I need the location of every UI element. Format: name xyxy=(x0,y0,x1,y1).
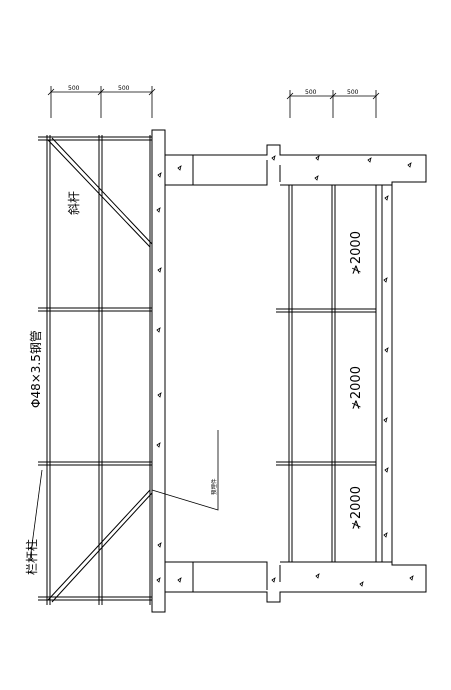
right-plan: 500 500 xyxy=(164,89,427,603)
right-dim-text-1: 500 xyxy=(305,89,317,96)
vertical-pipes xyxy=(46,135,151,605)
diagonal-label: 斜杆 xyxy=(67,191,81,215)
spacing-label-3: ≯2000 xyxy=(349,486,364,530)
spacing-label-1: ≯2000 xyxy=(349,231,364,275)
spacing-label-2: ≯2000 xyxy=(349,366,364,410)
left-dimension: 500 500 xyxy=(47,85,156,118)
post-label: 栏杆柱 xyxy=(24,539,39,575)
plan-pipes xyxy=(276,185,376,562)
embed-leader: 预埋件 xyxy=(151,430,219,511)
diagonal-braces xyxy=(47,137,153,603)
left-elevation: 500 500 xyxy=(24,85,219,613)
plan-outline xyxy=(164,144,427,603)
pipe-spec-label: Φ48×3.5钢管 xyxy=(28,330,43,408)
embed-label: 预埋件 xyxy=(210,478,218,495)
right-dimension: 500 500 xyxy=(286,89,380,118)
horizontal-pipes xyxy=(38,136,152,601)
left-dim-text-1: 500 xyxy=(68,85,80,92)
right-dim-text-2: 500 xyxy=(347,89,359,96)
left-dim-text-2: 500 xyxy=(118,85,130,92)
slab-edge xyxy=(151,129,166,613)
post-leader: 栏杆柱 xyxy=(24,469,43,575)
